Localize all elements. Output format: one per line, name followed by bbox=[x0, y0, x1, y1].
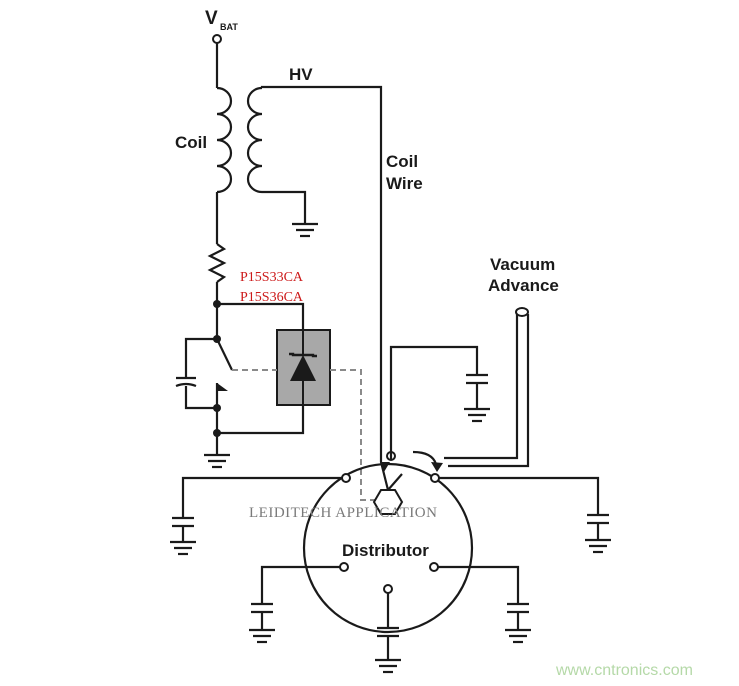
vbat-subscript: BAT bbox=[220, 22, 238, 32]
capacitor-ground bbox=[585, 513, 611, 554]
vacuum-line-2 bbox=[448, 314, 530, 468]
coil-wire-label-2: Wire bbox=[386, 174, 423, 193]
rotation-arrowhead bbox=[431, 462, 443, 472]
distributor-terminal bbox=[430, 473, 440, 483]
condenser-symbol bbox=[175, 376, 197, 388]
hv-coil-wire bbox=[260, 85, 383, 450]
condenser-wire bbox=[184, 337, 217, 378]
vacuum-label-2: Advance bbox=[488, 276, 559, 295]
condenser-return-wire bbox=[184, 386, 217, 410]
vacuum-label-1: Vacuum bbox=[490, 255, 555, 274]
terminal-wire-right bbox=[439, 476, 600, 515]
ground-symbol bbox=[204, 453, 230, 469]
terminal-wire-left bbox=[181, 476, 342, 518]
distributor-terminal bbox=[339, 562, 349, 572]
tvs-part-2: P15S36CA bbox=[240, 290, 304, 305]
terminal-wire-lower-left bbox=[260, 565, 340, 604]
vacuum-line-1 bbox=[444, 314, 519, 460]
primary-coil bbox=[216, 86, 233, 194]
tvs-top-wire bbox=[217, 302, 305, 330]
rotor-arrow bbox=[380, 462, 390, 472]
capacitor-ground bbox=[505, 602, 531, 644]
distributor-terminal bbox=[383, 584, 393, 594]
tvs-diode-icon bbox=[289, 330, 317, 405]
terminal-wire-lower-right bbox=[438, 565, 520, 604]
hv-label: HV bbox=[289, 65, 313, 84]
distributor-terminal bbox=[429, 562, 439, 572]
vbat-terminal bbox=[212, 34, 222, 44]
resistor bbox=[207, 243, 227, 283]
distributor-terminal bbox=[341, 473, 351, 483]
capacitor-ground bbox=[464, 373, 490, 423]
coil-label: Coil bbox=[175, 133, 207, 152]
ground-symbol bbox=[292, 222, 318, 238]
watermark-corner: www.cntronics.com bbox=[555, 662, 693, 679]
cam-arrow bbox=[217, 383, 228, 391]
rotor-hub bbox=[372, 489, 404, 515]
coil-wire-label-1: Coil bbox=[386, 152, 418, 171]
secondary-coil bbox=[246, 86, 263, 194]
tvs-bottom-wire bbox=[217, 405, 305, 435]
points-switch bbox=[216, 338, 233, 371]
secondary-ground-wire bbox=[262, 190, 307, 224]
distributor-label: Distributor bbox=[342, 541, 429, 560]
watermark-center: LEIDITECH APPLICATION bbox=[249, 505, 437, 521]
vbat-label: V bbox=[205, 8, 218, 29]
vacuum-port bbox=[515, 307, 529, 317]
dashed-link bbox=[330, 369, 375, 501]
tvs-part-1: P15S33CA bbox=[240, 270, 304, 285]
rotor-arm bbox=[387, 473, 403, 491]
capacitor-ground bbox=[375, 626, 401, 674]
capacitor-ground bbox=[249, 602, 275, 644]
capacitor-ground bbox=[170, 516, 196, 556]
cap-top-wire bbox=[389, 345, 479, 460]
rotation-arc bbox=[412, 450, 438, 465]
